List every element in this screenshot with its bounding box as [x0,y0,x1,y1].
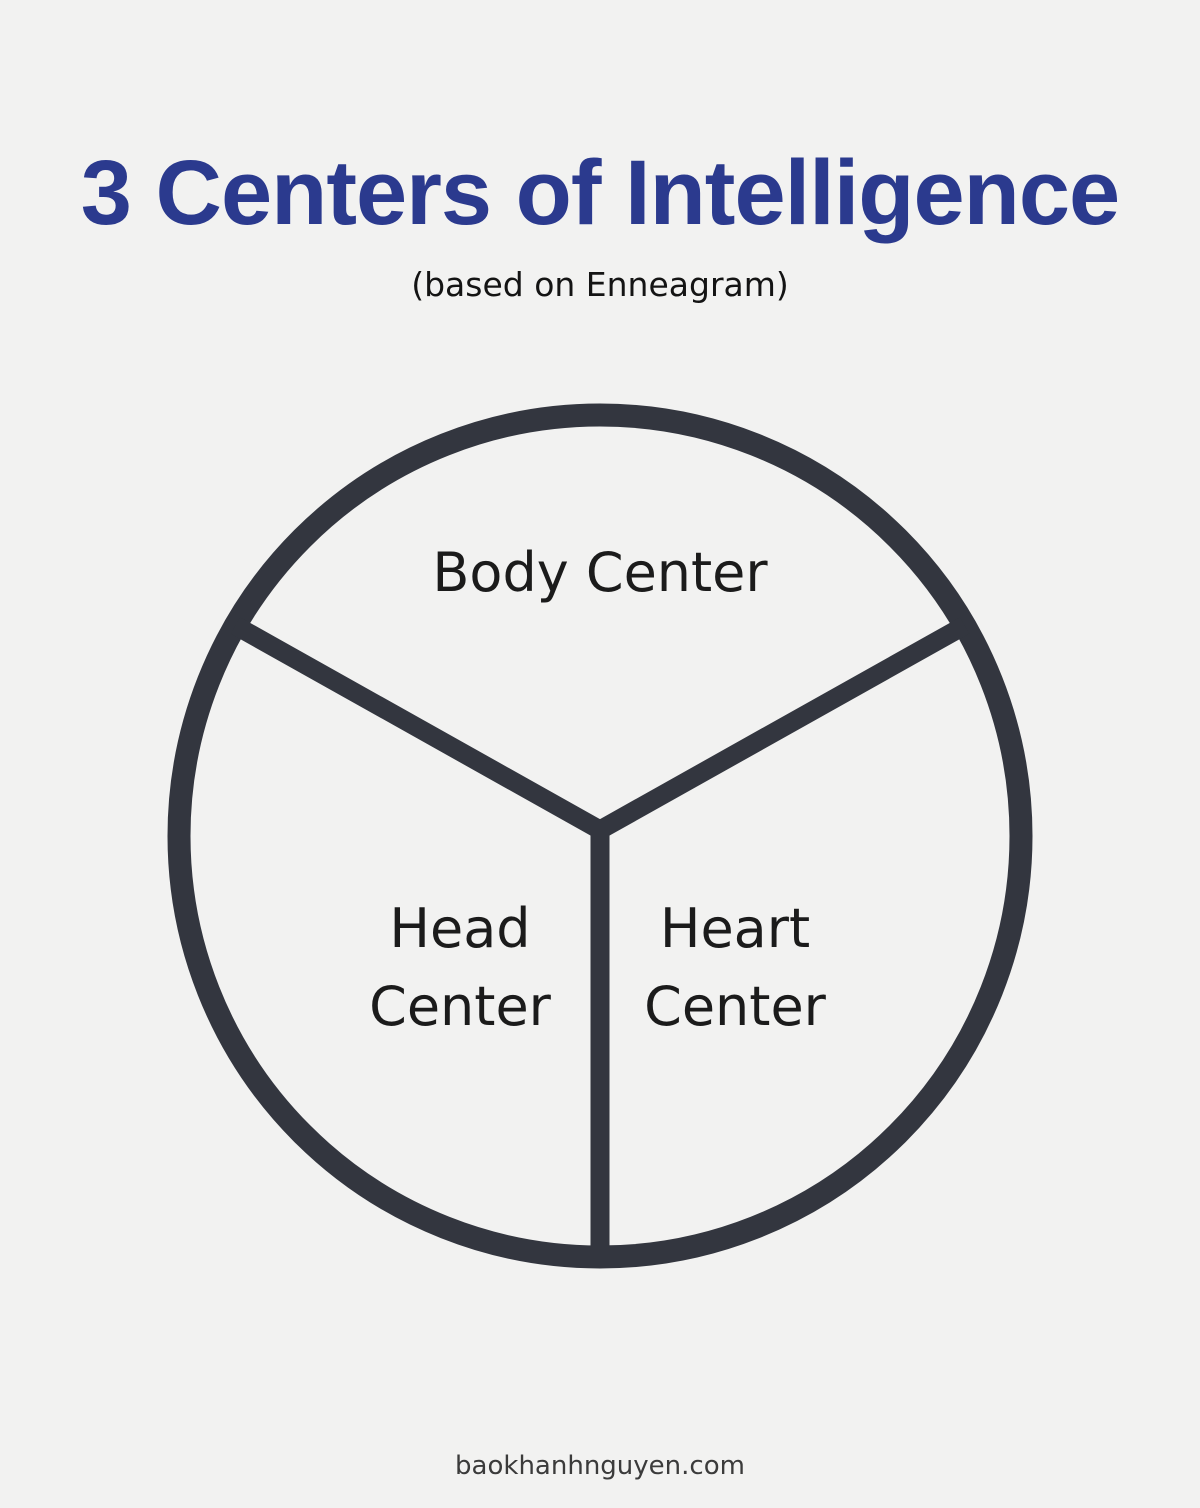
body-center-label: Body Center [432,541,768,604]
footer-website: baokhanhnguyen.com [455,1451,745,1481]
heart-center-label: Heart Center [585,890,885,1046]
heart-center-label-line1: Heart [659,897,811,960]
head-center-label: Head Center [310,890,610,1046]
page-title: 3 Centers of Intelligence [80,142,1120,244]
head-center-label-line2: Center [369,975,551,1038]
page-subtitle: (based on Enneagram) [411,265,789,304]
section-divider-diagonals [230,617,970,841]
circle-outline [167,403,1033,1269]
head-center-label-line1: Head [389,897,531,960]
heart-center-label-line2: Center [644,975,826,1038]
